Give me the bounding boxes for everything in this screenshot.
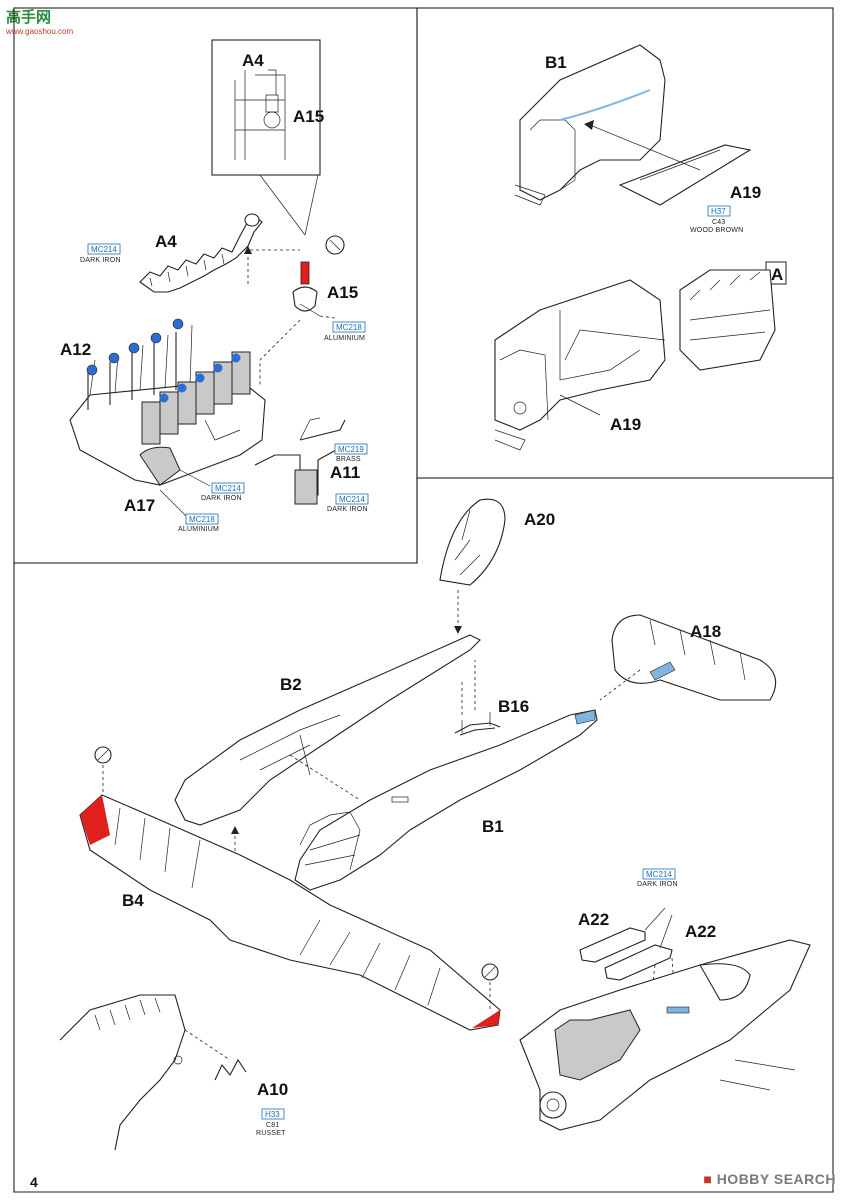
arrowhead-wing: [231, 826, 239, 834]
part-a4-exhaust: [139, 213, 263, 293]
part-b16-tailwheel-mount: [454, 712, 501, 736]
part-engine-heads: [141, 351, 251, 445]
leader-a19-bottom: [559, 394, 601, 416]
arrow-engine-to-b1: [564, 329, 666, 361]
label-a22-right: A22: [685, 922, 716, 941]
watermark-logo: 高手网 www.gaoshou.com: [6, 6, 73, 36]
watermark-title: 高手网: [6, 9, 52, 26]
icon-pin-left: [94, 746, 112, 764]
callout-a19-name: WOOD BROWN: [690, 227, 743, 234]
part-a18-tailplane: [611, 614, 777, 701]
arrowhead-a4: [244, 246, 252, 254]
part-b1-cockpit-bottom: [494, 279, 666, 451]
watermark-brand: HOBBY SEARCH: [716, 1171, 836, 1187]
callout-a17-code2: MC218: [189, 515, 215, 524]
callout-a10-name: RUSSET: [256, 1130, 286, 1137]
callout-a22-code: MC214: [646, 870, 672, 879]
marker-a-text: A: [771, 265, 783, 284]
callout-a17-name2: ALUMINIUM: [178, 526, 219, 533]
watermark-url: www.gaoshou.com: [6, 27, 74, 36]
label-b1-main: B1: [482, 817, 504, 836]
label-a4-detail: A4: [242, 51, 264, 70]
callout-a22: MC214 DARK IRON: [637, 868, 678, 888]
callout-a10: H33 C81 RUSSET: [256, 1108, 286, 1137]
part-a20-rudder: [439, 498, 506, 586]
label-a12: A12: [60, 340, 91, 359]
label-a4: A4: [155, 232, 177, 251]
callout-a11: MC214 DARK IRON: [327, 493, 369, 513]
callout-a11-code: MC214: [339, 495, 365, 504]
arrow-a18: [599, 669, 641, 701]
label-b2: B2: [280, 675, 302, 694]
arrows-b16: [461, 660, 476, 715]
arrow-a19: [589, 124, 701, 171]
label-a22-left: A22: [578, 910, 609, 929]
label-a17: A17: [124, 496, 155, 515]
arrow-a15: [259, 319, 301, 385]
label-a15: A15: [327, 283, 358, 302]
callout-a4-name: DARK IRON: [80, 257, 121, 264]
label-b4: B4: [122, 891, 144, 910]
label-a20: A20: [524, 510, 555, 529]
callout-a17-dark-iron: MC214 DARK IRON: [179, 469, 245, 502]
hobby-search-icon: ■: [703, 1171, 717, 1187]
label-a11: A11: [330, 463, 360, 482]
page-number: 4: [30, 1174, 38, 1190]
callout-a17-name1: DARK IRON: [201, 495, 242, 502]
part-a10-detail: [59, 994, 247, 1151]
part-a11-bracket: [254, 417, 346, 505]
callout-a19: H37 C43 WOOD BROWN: [690, 205, 743, 234]
panel-main-assembly: [13, 477, 834, 1193]
label-b16: B16: [498, 697, 529, 716]
label-a19-top: A19: [730, 183, 761, 202]
part-engine-assembled: [679, 269, 776, 371]
callout-a4: MC214 DARK IRON: [80, 243, 121, 264]
callout-a17-aluminium: MC218 ALUMINIUM: [159, 489, 219, 533]
part-b2-fuselage-half: [174, 634, 481, 826]
callout-a17-code1: MC214: [215, 484, 241, 493]
arrow-b2-to-b1: [289, 754, 361, 801]
callout-a4-code: MC214: [91, 245, 117, 254]
callout-a15: MC218 ALUMINIUM: [324, 321, 366, 342]
callout-brass-name: BRASS: [336, 456, 361, 463]
callout-a19-code: H37: [711, 207, 726, 216]
part-a12-cylinders: [86, 318, 184, 410]
callout-a10-code2: C81: [266, 1122, 279, 1129]
label-a10: A10: [257, 1080, 288, 1099]
part-b1-fuselage-main: [294, 709, 598, 891]
callout-a10-code: H33: [265, 1110, 280, 1119]
label-a18: A18: [690, 622, 721, 641]
callout-a15-name: ALUMINIUM: [324, 335, 365, 342]
detail-inset-a4-a15: [211, 39, 321, 236]
label-a19-bottom: A19: [610, 415, 641, 434]
callout-a11-name: DARK IRON: [327, 506, 368, 513]
part-a15-plug: [292, 235, 345, 319]
label-b1-top: B1: [545, 53, 567, 72]
callout-a19-code2: C43: [712, 219, 725, 226]
arrowhead-a19: [584, 120, 594, 130]
arrow-a4: [247, 249, 300, 284]
callout-brass: MC219 BRASS: [334, 443, 368, 463]
part-nose-detail: [519, 939, 811, 1131]
part-a22-guns: [579, 907, 673, 981]
label-a15-detail: A15: [293, 107, 324, 126]
callout-brass-code: MC219: [338, 445, 364, 454]
watermark-hobby-search: ■ HOBBY SEARCH: [703, 1171, 836, 1187]
icon-pin-right: [481, 963, 499, 981]
callout-a22-name: DARK IRON: [637, 881, 678, 888]
callout-a15-code: MC218: [336, 323, 362, 332]
part-b4-wing: [79, 794, 501, 1031]
arrowhead-a20: [454, 626, 462, 634]
part-a19-floor: [618, 144, 752, 206]
